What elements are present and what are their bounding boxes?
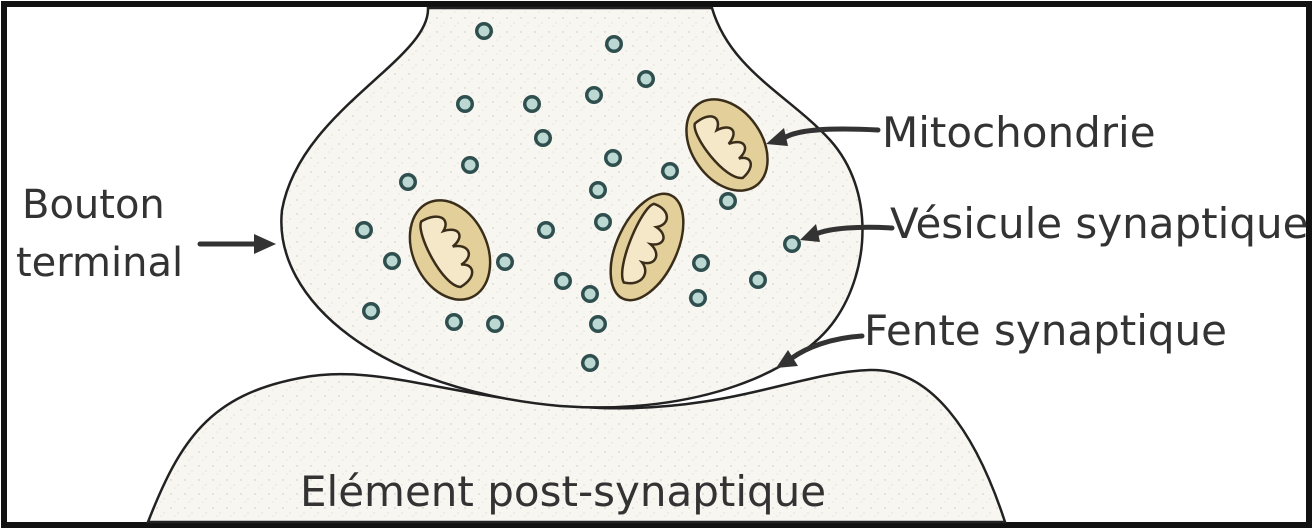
vesicle <box>461 156 479 174</box>
label-postsynaptic: Elément post-synaptique <box>300 467 826 516</box>
vesicle <box>445 313 463 331</box>
mitochondrion-center <box>609 192 685 302</box>
label-cleft: Fente synaptique <box>864 306 1227 355</box>
vesicle <box>383 252 401 270</box>
vesicle <box>719 192 737 210</box>
vesicle <box>589 181 607 199</box>
arrow-bouton <box>197 234 276 254</box>
vesicle <box>496 253 514 271</box>
vesicle <box>523 95 541 113</box>
vesicle <box>581 285 599 303</box>
arrow-cleft <box>776 333 865 368</box>
vesicle <box>661 162 679 180</box>
vesicle <box>537 221 555 239</box>
vesicle <box>486 315 504 333</box>
vesicle <box>534 129 552 147</box>
vesicle <box>355 221 373 239</box>
vesicle <box>585 86 603 104</box>
mitochondrion-right <box>685 98 769 192</box>
label-vesicle: Vésicule synaptique <box>890 199 1308 248</box>
vesicle <box>637 70 655 88</box>
label-mitochondria: Mitochondrie <box>882 108 1156 157</box>
vesicle <box>456 95 474 113</box>
vesicle <box>605 35 623 53</box>
vesicle <box>589 315 607 333</box>
arrow-mitochondria <box>766 126 881 146</box>
label-bouton-line1: Bouton <box>22 182 165 228</box>
vesicle <box>692 254 710 272</box>
mitochondrion-left <box>408 199 492 301</box>
vesicle <box>783 235 801 253</box>
vesicle <box>362 302 380 320</box>
arrow-vesicle <box>800 224 895 242</box>
vesicle <box>689 289 707 307</box>
vesicle <box>581 354 599 372</box>
vesicle <box>594 213 612 231</box>
vesicle <box>604 149 622 167</box>
vesicle <box>554 272 572 290</box>
label-bouton-line2: terminal <box>16 240 183 286</box>
vesicle <box>749 271 767 289</box>
vesicle <box>475 22 493 40</box>
vesicle <box>399 173 417 191</box>
vesicle-group <box>355 22 801 372</box>
